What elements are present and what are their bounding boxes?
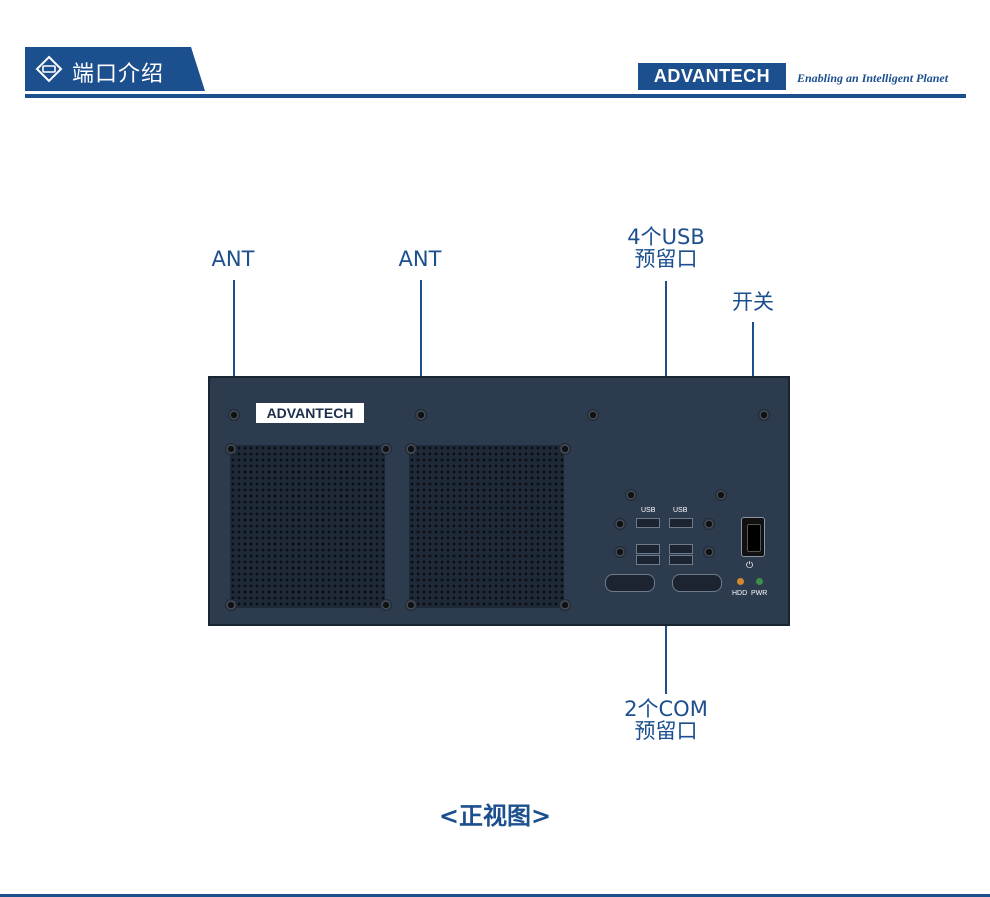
com-callout-line2: 预留口 <box>634 719 698 743</box>
usb-port <box>636 518 660 528</box>
usb-port <box>636 555 660 565</box>
power-switch-rocker <box>747 524 761 552</box>
screw <box>758 409 770 421</box>
ant-left-pointer <box>233 280 235 410</box>
screw <box>380 443 392 455</box>
header-divider <box>25 94 966 98</box>
brand-logo: ADVANTECH <box>638 63 786 90</box>
fan-grille-right <box>409 445 564 608</box>
com-pointer <box>665 586 667 694</box>
screw <box>587 409 599 421</box>
ant-right-label: ANT <box>398 247 442 271</box>
usb-port <box>669 544 693 554</box>
screw <box>625 489 637 501</box>
footer-divider <box>0 894 990 897</box>
screw <box>703 518 715 530</box>
brand-tagline: Enabling an Intelligent Planet <box>797 71 949 85</box>
screw <box>715 489 727 501</box>
power-switch-label: 开关 <box>732 290 774 314</box>
screw <box>559 599 571 611</box>
com-port <box>672 574 722 592</box>
screw <box>614 546 626 558</box>
device-logo-text: ADVANTECH <box>266 405 354 421</box>
usb-port <box>669 555 693 565</box>
com-port <box>605 574 655 592</box>
pwr-led <box>756 578 763 585</box>
usb-callout-line2: 预留口 <box>634 247 698 271</box>
pwr-led-label: PWR <box>751 590 768 597</box>
usb-port-label: USB <box>641 507 656 514</box>
screw <box>703 546 715 558</box>
view-caption: <正视图> <box>438 802 552 830</box>
usb-port <box>669 518 693 528</box>
diamond-port-icon <box>35 55 63 83</box>
usb-callout-line1: 4个USB <box>627 225 705 249</box>
fan-grille-left <box>230 445 385 608</box>
usb-port <box>636 544 660 554</box>
screw <box>405 443 417 455</box>
com-callout-line1: 2个COM <box>624 697 708 721</box>
hdd-led <box>737 578 744 585</box>
antenna-hole-right <box>415 409 427 421</box>
screw <box>225 443 237 455</box>
screw <box>380 599 392 611</box>
screw <box>405 599 417 611</box>
ant-right-pointer <box>420 280 422 410</box>
device-logo-plate: ADVANTECH <box>256 403 364 423</box>
screw <box>614 518 626 530</box>
power-icon: ⏻ <box>746 561 754 571</box>
page-title: 端口介绍 <box>72 62 165 87</box>
power-switch[interactable] <box>741 517 765 557</box>
screw <box>559 443 571 455</box>
hdd-led-label: HDD <box>732 590 748 597</box>
usb-port-label: USB <box>673 507 688 514</box>
brand-logo-text: ADVANTECH <box>653 66 771 86</box>
antenna-hole-left <box>228 409 240 421</box>
ant-left-label: ANT <box>211 247 255 271</box>
screw <box>225 599 237 611</box>
